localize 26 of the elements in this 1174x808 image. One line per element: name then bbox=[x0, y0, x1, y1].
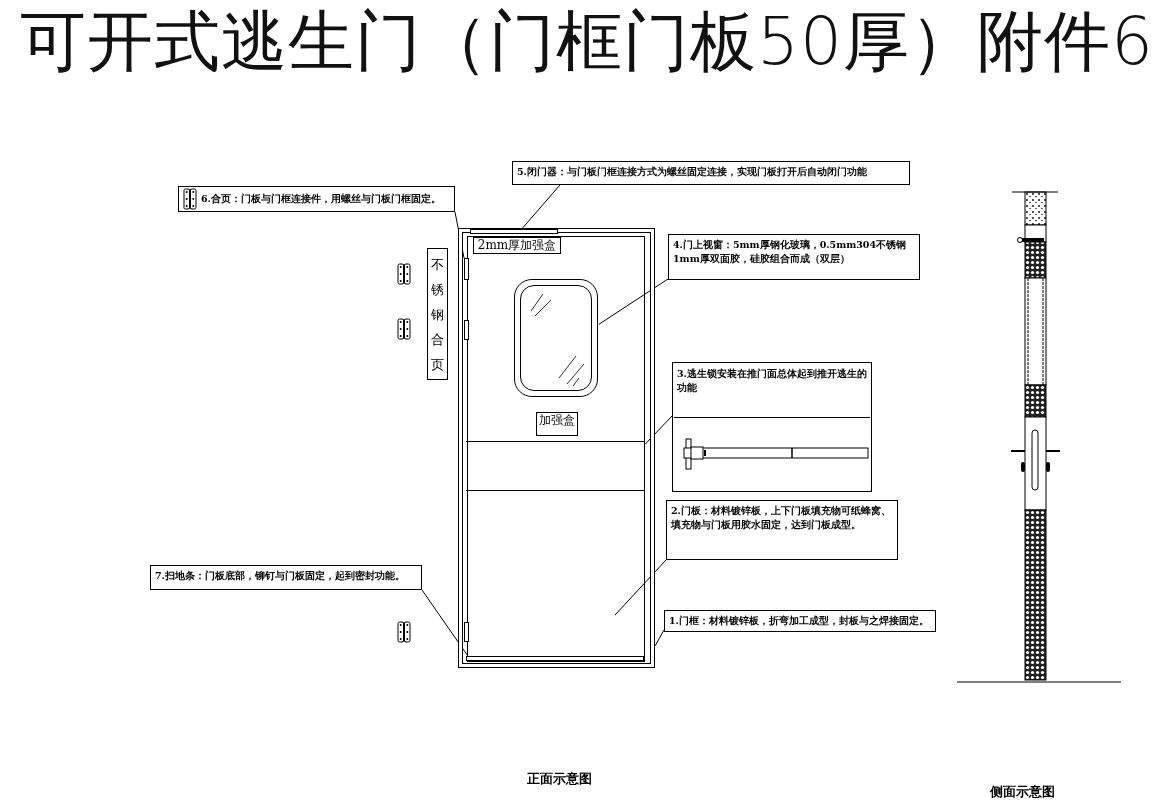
leader-line bbox=[598, 278, 669, 325]
callout-box bbox=[672, 362, 872, 492]
callout-box: 4.门上视窗：5mm厚钢化玻璃，0.5mm304不锈钢1mm厚双面胶，硅胶组合而成（双层） bbox=[668, 234, 920, 280]
title: 可开式逃生门（门框门板50厚）附件6 bbox=[20, 2, 1154, 82]
leader-line bbox=[654, 629, 665, 647]
leader-line bbox=[521, 184, 561, 230]
door-closer bbox=[469, 228, 558, 234]
leader-line bbox=[421, 589, 470, 658]
callout-text: 6.合页：门板与门框连接件，用螺丝与门板门框固定。 bbox=[201, 192, 441, 206]
view-caption: 正面示意图 bbox=[527, 770, 592, 788]
callout-box: 1.门框：材料镀锌板，折弯加工成型，封板与之焊接固定。 bbox=[664, 610, 936, 632]
hinge bbox=[463, 257, 469, 280]
leader-line bbox=[614, 559, 667, 616]
door-sweep bbox=[466, 656, 644, 661]
leader-line bbox=[454, 211, 465, 259]
callout-text: 3.逃生锁安装在推门面总体起到推开逃生的功能 bbox=[677, 367, 867, 395]
hinge-label: 不锈钢合页 bbox=[427, 248, 448, 380]
callout-box: 2.门板：材料镀锌板，上下门板填充物可纸蜂窝、填充物与门板用胶水固定，达到门板成型。 bbox=[666, 500, 898, 560]
window bbox=[514, 279, 598, 397]
reinforcement-label: 2mm厚加强盒 bbox=[473, 237, 561, 254]
view-caption: 侧面示意图 bbox=[990, 783, 1055, 801]
reinforcement-label: 加强盒 bbox=[536, 412, 578, 436]
callout-box: 5.闭门器：与门板门框连接方式为螺丝固定连接，实现门板打开后自动闭门功能 bbox=[512, 161, 910, 185]
callout-box: 7.扫地条：门板底部，铆钉与门板固定，起到密封功能。 bbox=[150, 565, 422, 590]
push-bar-band bbox=[466, 441, 644, 491]
callout-box bbox=[178, 186, 455, 212]
